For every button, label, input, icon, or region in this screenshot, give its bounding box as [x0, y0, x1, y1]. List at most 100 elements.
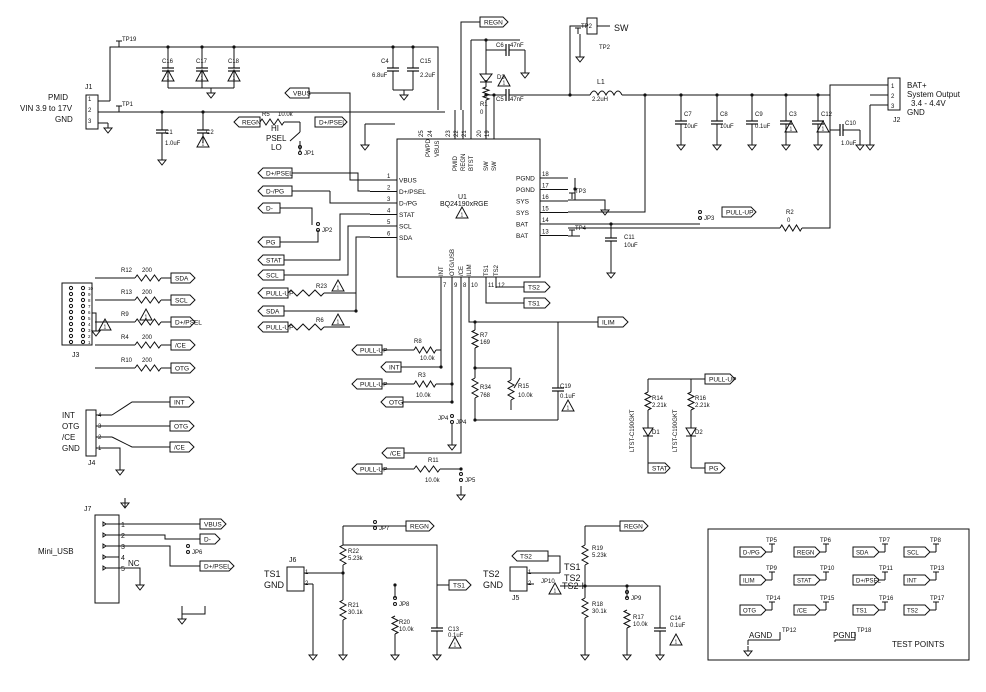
res-ref: R3 [418, 373, 426, 379]
res-val: 2.21k [695, 403, 711, 409]
test-point-flag [793, 574, 821, 586]
pullup-r11-label: PULL-UP [360, 467, 387, 474]
test-point-id: TP7 [879, 538, 891, 544]
resistor [287, 289, 325, 297]
resistor [134, 274, 162, 282]
pgnd-tp: TP18 [857, 628, 872, 634]
ic-pin-num: 5 [387, 220, 391, 226]
cap-val: 0.1uF [670, 623, 686, 629]
ic-pin-num: 2 [387, 186, 391, 192]
ground-symbol [600, 204, 610, 216]
connector-j1: J1 PMID VIN 3.9 to 17V GND [20, 84, 99, 130]
dpg-ic-flag [257, 185, 293, 197]
j3-pin-hole [80, 303, 86, 309]
tp2-label: TP2 [599, 45, 611, 51]
j5-pin: 2 [528, 581, 532, 587]
scl-ic-flag [257, 269, 285, 281]
ic-pin-name: STAT [399, 212, 415, 219]
junction-dot [160, 110, 164, 114]
dpsel-top-label: D+/PSEL [319, 120, 346, 127]
inductor-l1: L1 2.2uH [589, 79, 623, 103]
test-point-flag [793, 546, 821, 558]
ce-j4-flag [169, 441, 195, 453]
resistor [134, 341, 162, 349]
j3-pin-hole [68, 285, 74, 291]
ic-pin-name: OTG/USB [450, 249, 456, 276]
res-ref: R14 [652, 396, 664, 402]
pullup-r11-flag [351, 463, 383, 475]
j3-pin-hole [68, 327, 74, 333]
j7-ref: J7 [84, 506, 92, 513]
test-point-net: SDA [856, 551, 868, 557]
ic-pin-num: 15 [542, 207, 549, 213]
resistor [338, 544, 348, 566]
ic-pin-name: SCL [399, 224, 412, 231]
j4-label: GND [62, 444, 80, 453]
ic-pin-num: 25 [419, 130, 425, 137]
vbus-j7-label: VBUS [204, 522, 222, 529]
ic-pin-num: 10 [471, 283, 478, 289]
pullup-r23-label: PULL-UP [266, 291, 293, 298]
j3-pin-hole [80, 297, 86, 303]
res-ref: R18 [592, 602, 604, 608]
otg-net-label: OTG [389, 400, 403, 407]
res-ref: R20 [399, 620, 411, 626]
otg-net-flag [380, 396, 404, 408]
res-val: 200 [142, 268, 153, 274]
j3-pin-num: 10 [88, 286, 94, 291]
j7-nc: NC [128, 559, 140, 568]
j3-pin-hole [80, 309, 86, 315]
cap-val: 0.1uF [560, 394, 576, 400]
cap-val: 10uF [684, 124, 698, 130]
cap-ref: C19 [560, 384, 572, 390]
regn-j7-flag [405, 520, 435, 532]
agnd-tp: TP12 [782, 628, 797, 634]
ic-pin-num: 23 [446, 130, 452, 137]
regn-net-flag [479, 16, 509, 28]
j1-gnd: GND [55, 115, 73, 124]
resistor [580, 597, 590, 619]
j1-pin: 2 [88, 108, 92, 114]
pg-led-flag [704, 462, 726, 474]
resistor [259, 118, 285, 126]
diode-ref: D1 [652, 430, 660, 436]
test-point-flag [903, 546, 931, 558]
ground-symbol [855, 139, 865, 151]
ic-pin-name: SYS [516, 199, 530, 206]
cap-val: 47nF [510, 43, 524, 49]
j3-pin-num: 4 [88, 322, 91, 327]
cap-ref: C7 [684, 112, 692, 118]
scl-j3-label: SCL [175, 298, 188, 305]
jumper-pin [450, 414, 454, 418]
cap-val: 47nF [510, 97, 524, 103]
res-val: 10.0k [399, 627, 415, 633]
ic-pin-name: D+/PSEL [399, 189, 426, 196]
jumper-pin [625, 596, 629, 600]
j3-pin-hole [68, 339, 74, 345]
j6-pin: 2 [305, 581, 309, 587]
res-val: 169 [480, 340, 491, 346]
test-point-id: TP14 [766, 596, 781, 602]
resistor [470, 329, 480, 349]
test-point-id: TP5 [766, 538, 778, 544]
otg-j3-label: OTG [175, 366, 189, 373]
j3-pin-hole [80, 333, 86, 339]
j1-pin: 3 [88, 119, 92, 125]
ground-symbol [520, 67, 530, 79]
cap-ref: C6 [496, 43, 504, 49]
ic-pin-num: 13 [542, 230, 549, 236]
test-point-net: D+/PSEL [856, 579, 882, 585]
junction-dot [715, 93, 719, 97]
junction-dot [484, 38, 488, 42]
led-part: LTST-C190GKT [673, 409, 679, 452]
ic-pin-name: REGN [461, 154, 467, 171]
ic-pin-name: PWPD [426, 138, 432, 157]
ground-symbol [432, 649, 442, 661]
ground-symbol [747, 139, 757, 151]
res-val: 10.0k [425, 478, 441, 484]
ic-part: BQ24190xRGE [440, 201, 489, 208]
jumper-pin [186, 550, 190, 554]
res-ref: R4 [121, 335, 129, 341]
test-point-net: ILIM [743, 579, 755, 585]
